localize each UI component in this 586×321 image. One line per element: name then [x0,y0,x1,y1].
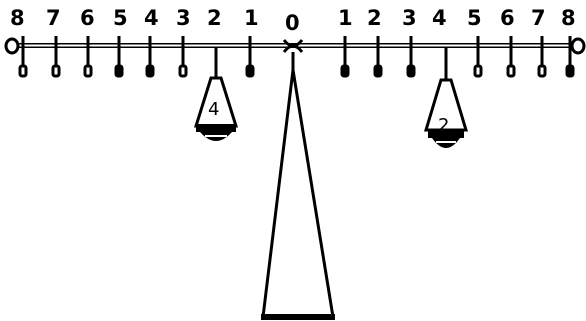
right-position-labels: 1 2 3 4 5 6 7 8 [338,6,576,30]
beam-right-end-cap [572,39,584,53]
right-weight: 2 [426,48,466,148]
left-weight-label: 4 [208,99,219,120]
right-hook-8 [567,66,573,76]
right-label-5: 5 [467,6,482,30]
left-hook-8 [20,66,26,76]
left-label-3: 3 [176,6,191,30]
right-label-6: 6 [500,6,515,30]
right-label-4: 4 [432,6,447,30]
left-hook-3 [180,66,186,76]
right-hook-1 [342,66,348,76]
right-hook-5 [475,66,481,76]
left-weight: 4 [196,48,236,141]
left-hook-5 [116,66,122,76]
right-hook-2 [375,66,381,76]
beam-left-end-cap [6,39,18,53]
left-label-5: 5 [113,6,128,30]
fulcrum-triangle [263,70,333,317]
right-hook-6 [508,66,514,76]
right-label-8: 8 [561,6,576,30]
left-position-labels: 8 7 6 5 4 3 2 1 [10,6,259,30]
left-label-1: 1 [244,6,259,30]
left-label-8: 8 [10,6,25,30]
right-hook-7 [539,66,545,76]
pivot-label: 0 [285,11,300,35]
left-hook-1 [247,66,253,76]
beam-hooks [20,36,573,76]
right-label-2: 2 [367,6,382,30]
left-label-6: 6 [80,6,95,30]
right-label-1: 1 [338,6,353,30]
left-hook-4 [147,66,153,76]
fulcrum-stand [261,52,335,320]
left-label-4: 4 [144,6,159,30]
left-label-7: 7 [46,6,61,30]
left-hook-6 [85,66,91,76]
left-label-2: 2 [207,6,222,30]
beam [6,39,584,53]
fulcrum-base [261,314,335,320]
right-hook-3 [408,66,414,76]
right-label-3: 3 [402,6,417,30]
left-hook-7 [53,66,59,76]
right-label-7: 7 [531,6,546,30]
